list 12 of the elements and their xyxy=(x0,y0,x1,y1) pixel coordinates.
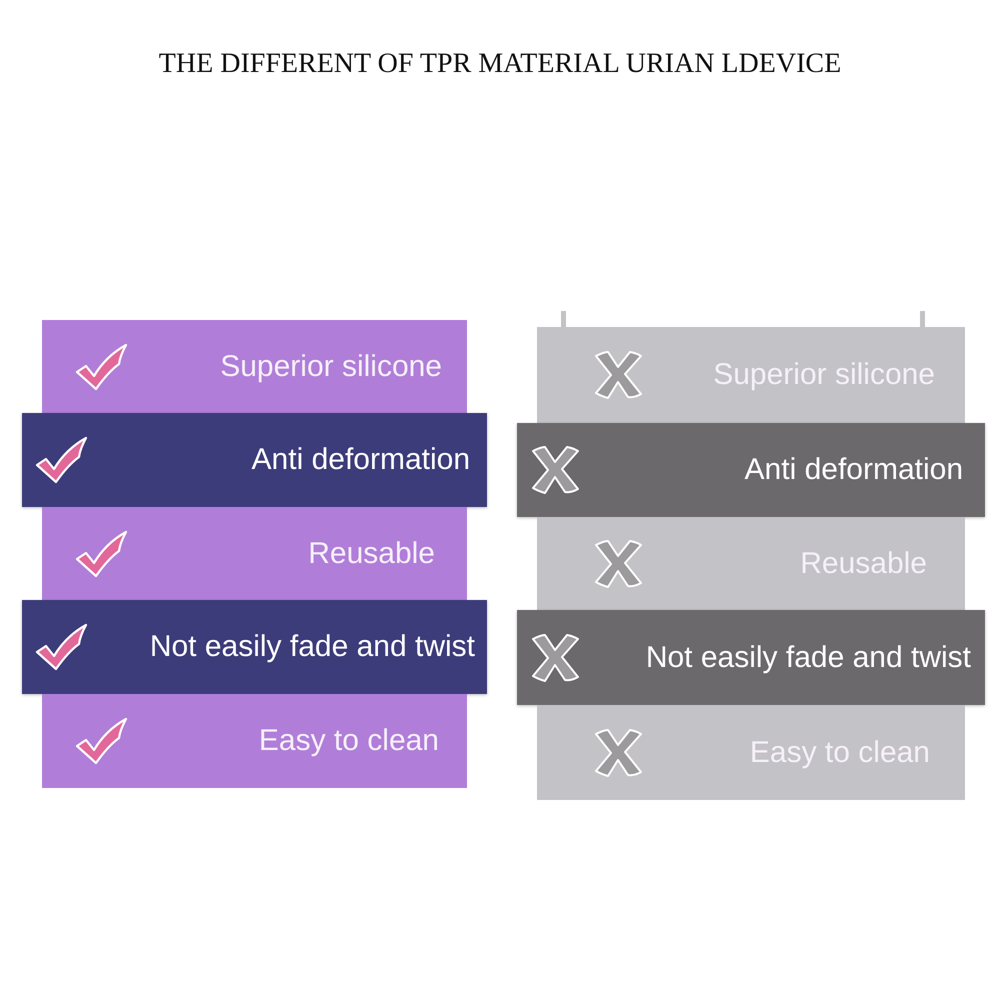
feature-text: Superior silicone xyxy=(219,350,442,384)
title: THE DIFFERENT OF TPR MATERIAL URIAN LDEVICE xyxy=(158,48,842,80)
feature-text: Not easily fade and twist xyxy=(148,630,475,664)
feature-text: Anti deformation xyxy=(250,443,470,477)
feature-text: Not easily fade and twist xyxy=(644,640,971,674)
feature-text: Easy to clean xyxy=(258,724,439,758)
highlight-row xyxy=(22,413,487,507)
feature-text: Anti deformation xyxy=(744,453,963,487)
highlight-row xyxy=(517,610,985,705)
highlight-row xyxy=(517,423,985,517)
highlight-row xyxy=(22,600,487,694)
feature-text: Reusable xyxy=(307,536,435,570)
